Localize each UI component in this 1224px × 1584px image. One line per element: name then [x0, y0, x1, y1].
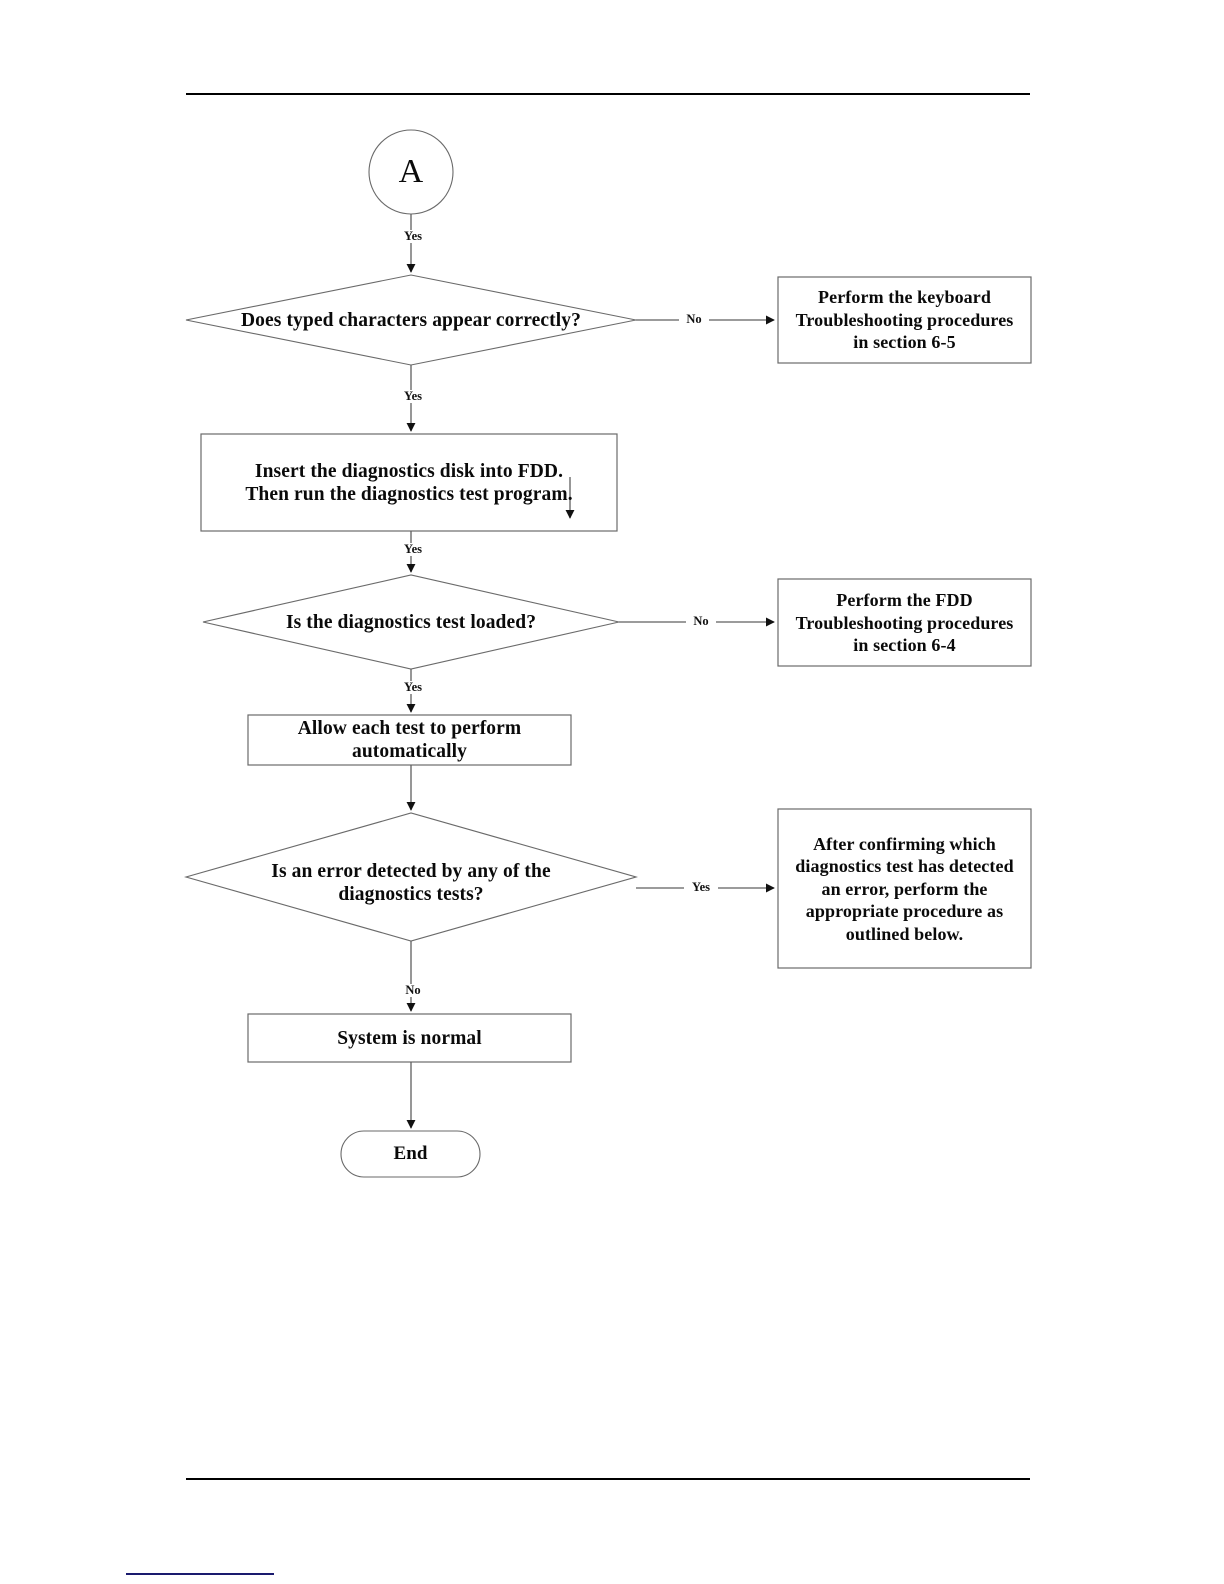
node-box-after-confirming: [777, 808, 1032, 969]
node-decision-error-detected: [183, 812, 639, 942]
node-decision-test-loaded: [202, 574, 620, 670]
node-terminal-end: [340, 1130, 481, 1178]
node-start-a: [368, 129, 454, 215]
node-process-insert-disk: [200, 433, 618, 532]
node-process-system-normal: [247, 1013, 572, 1063]
node-decision-typed-characters: [185, 274, 637, 366]
footer-rule: [186, 1478, 1030, 1480]
node-process-allow-each-test: [247, 714, 572, 766]
node-box-fdd-troubleshooting: [777, 578, 1032, 667]
header-rule: [186, 93, 1030, 95]
node-box-keyboard-troubleshooting: [777, 276, 1032, 364]
bottom-left-mark: [126, 1573, 274, 1575]
